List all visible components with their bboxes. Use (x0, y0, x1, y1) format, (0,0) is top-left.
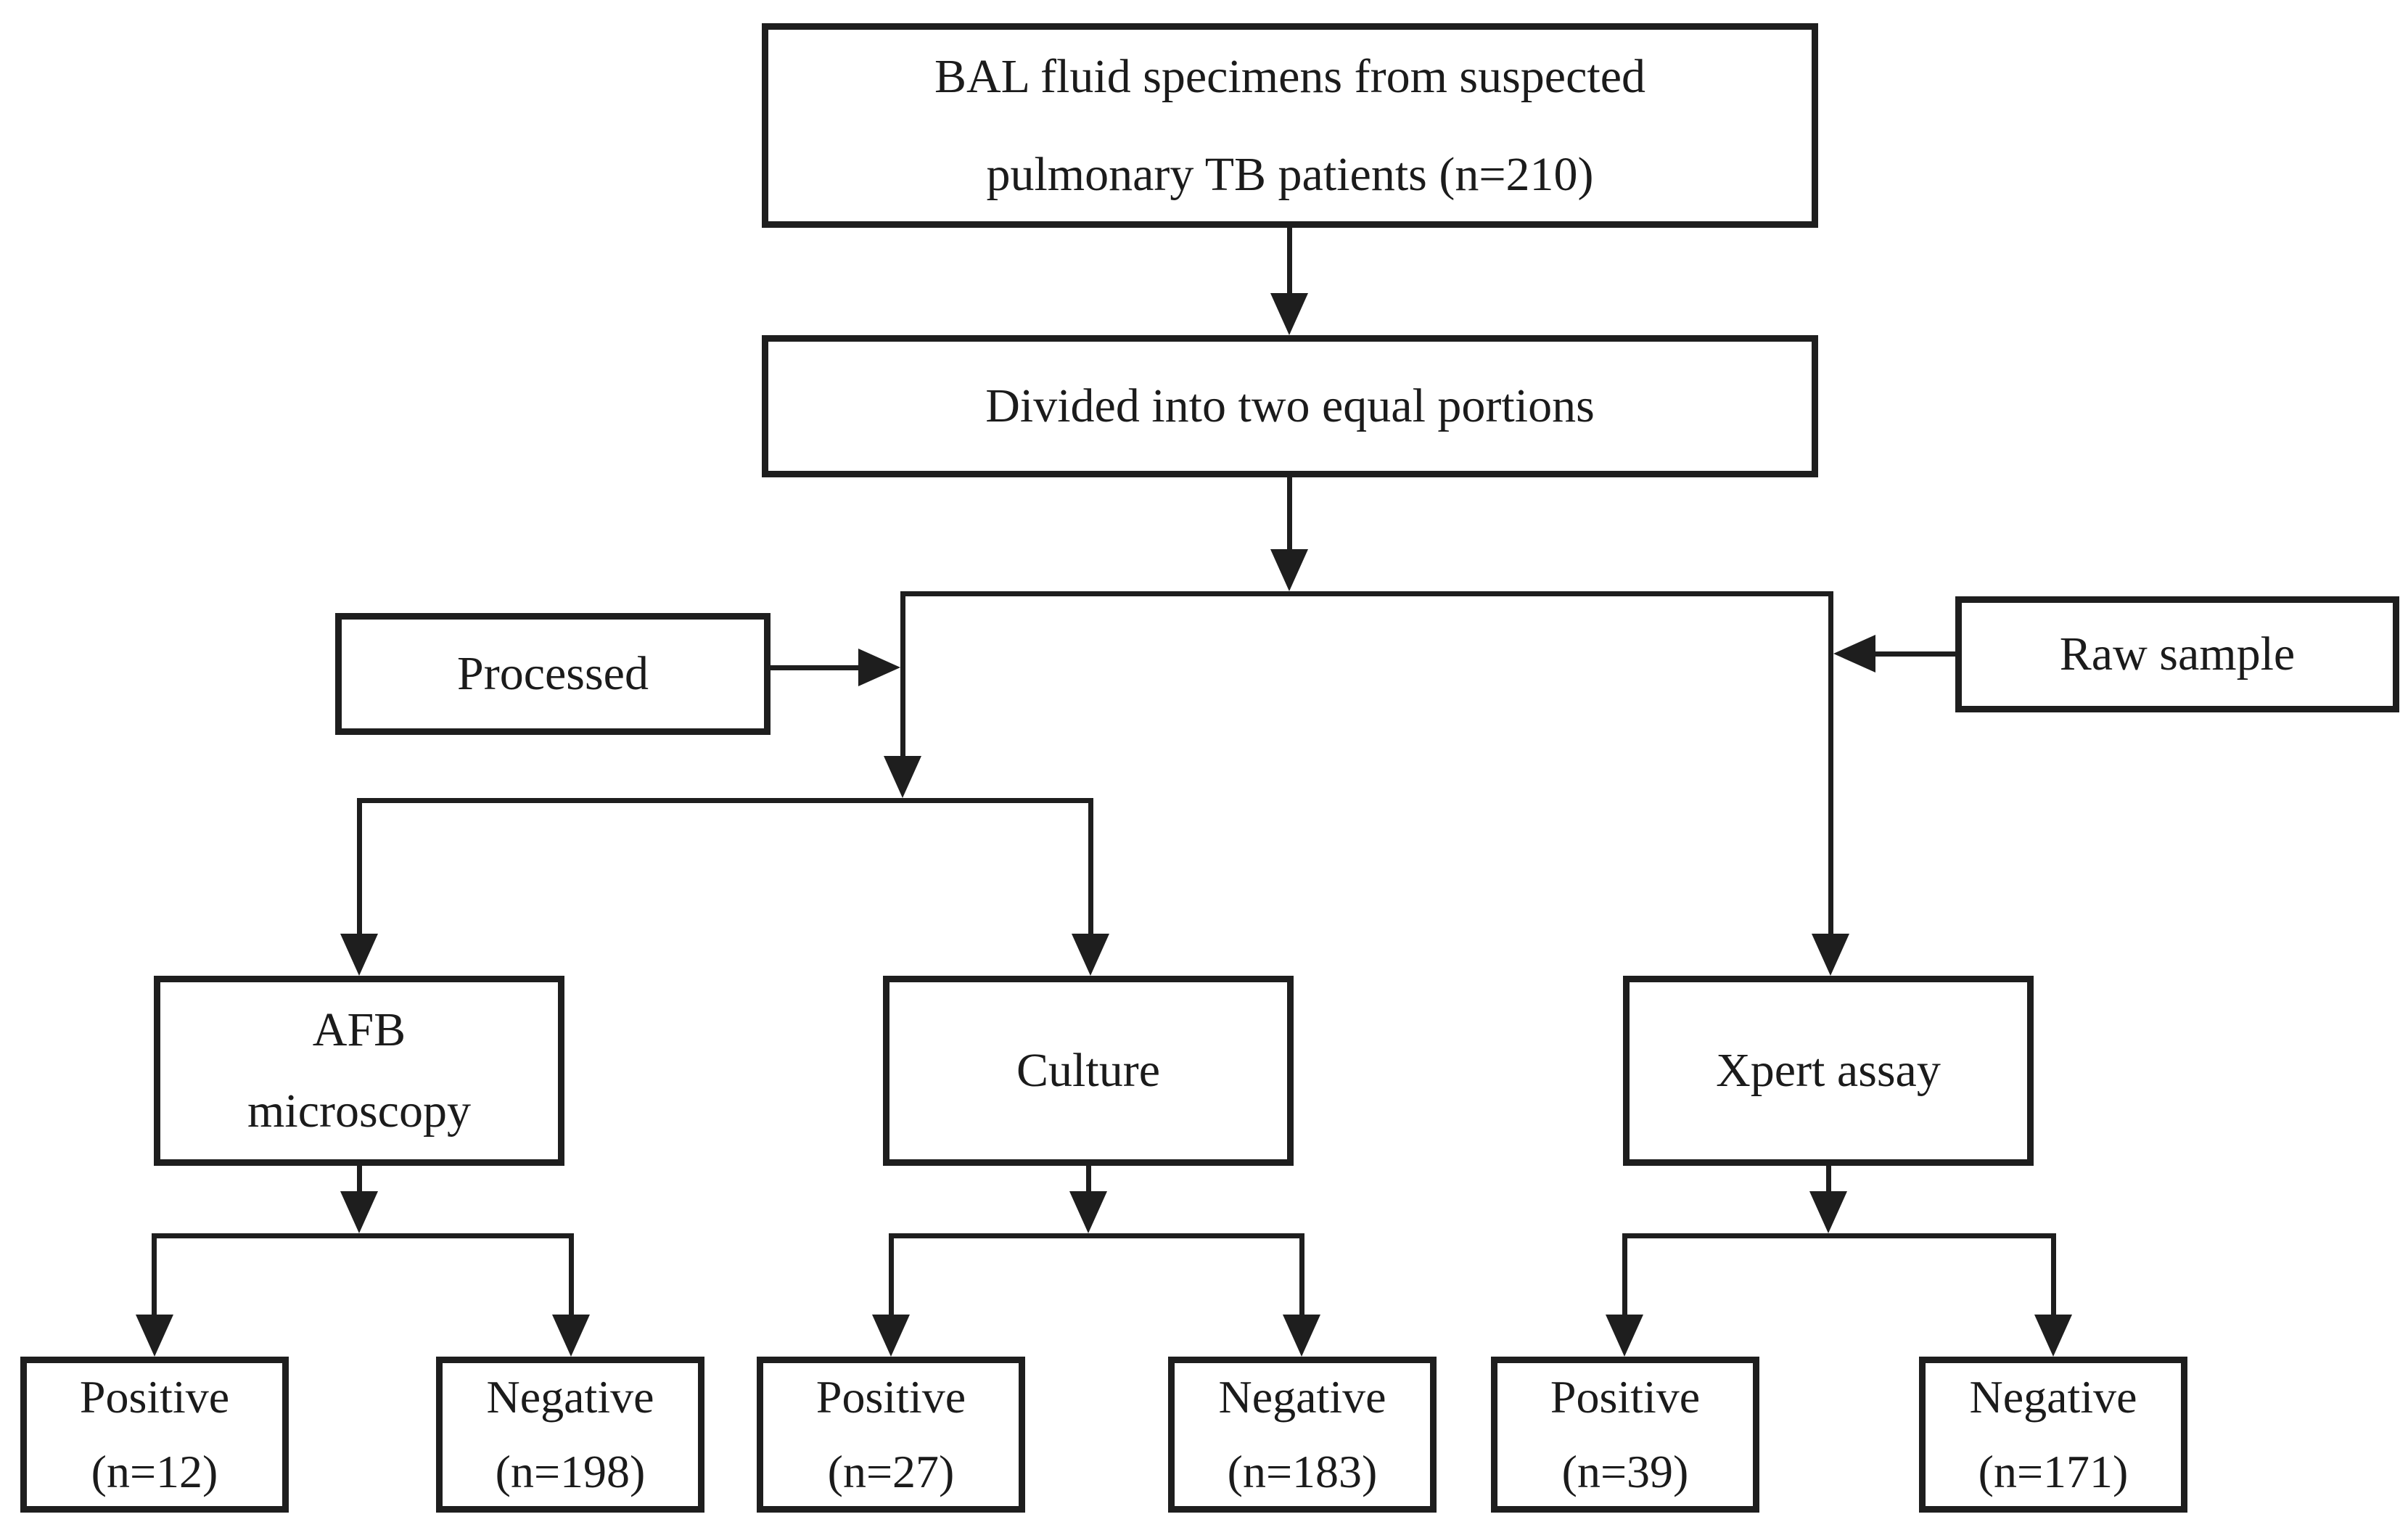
afb-positive-line1: Positive (79, 1371, 230, 1423)
xpert-negative-box: Negative (n=171) (1919, 1357, 2187, 1513)
connector-xpert-positive-arrowhead-icon (1606, 1315, 1643, 1357)
connector-afb-negative-arrowhead-icon (552, 1315, 590, 1357)
connector-divided-to-split-line (1287, 477, 1292, 551)
connector-xpert-positive-line (1622, 1233, 1627, 1317)
xpert-assay-label: Xpert assay (1716, 1043, 1941, 1097)
afb-negative-line1: Negative (486, 1371, 654, 1423)
afb-microscopy-box: AFB microscopy (154, 976, 564, 1166)
source-specimens-line2: pulmonary TB patients (n=210) (986, 148, 1594, 201)
xpert-negative-count: (n=171) (1978, 1445, 2129, 1497)
connector-processed-arrowhead-icon (858, 649, 900, 686)
xpert-assay-box: Xpert assay (1623, 976, 2034, 1166)
connector-culture-line (1088, 798, 1093, 937)
connector-afb-positive-arrowhead-icon (136, 1315, 173, 1357)
connector-xpert-result-stem-line (1826, 1166, 1831, 1195)
connector-culture-result-stem-line (1086, 1166, 1091, 1195)
xpert-positive-box: Positive (n=39) (1491, 1357, 1759, 1513)
connector-afb-result-stem-line (357, 1166, 362, 1195)
culture-negative-box: Negative (n=183) (1168, 1357, 1437, 1513)
divided-portions-box: Divided into two equal portions (762, 335, 1818, 477)
afb-microscopy-line1: AFB (312, 1003, 406, 1056)
split-bar-processed (357, 798, 1093, 803)
culture-positive-box: Positive (n=27) (757, 1357, 1025, 1513)
processed-box: Processed (335, 613, 771, 735)
afb-microscopy-line2: microscopy (247, 1085, 471, 1138)
xpert-positive-count: (n=39) (1561, 1445, 1689, 1497)
xpert-negative-line1: Negative (1969, 1371, 2137, 1423)
connector-culture-result-stem-arrowhead-icon (1069, 1191, 1107, 1233)
source-specimens-line1: BAL fluid specimens from suspected (934, 49, 1645, 103)
split-bar-main (900, 591, 1833, 596)
connector-afb-positive-line (152, 1233, 157, 1317)
culture-box: Culture (883, 976, 1294, 1166)
culture-negative-line1: Negative (1218, 1371, 1386, 1423)
afb-negative-box: Negative (n=198) (436, 1357, 704, 1513)
connector-split-left-drop-arrowhead-icon (884, 756, 921, 798)
connector-culture-negative-arrowhead-icon (1283, 1315, 1320, 1357)
culture-positive-count: (n=27) (827, 1445, 955, 1497)
connector-divided-to-split-arrowhead-icon (1270, 549, 1308, 591)
split-bar-culture-results (889, 1233, 1304, 1238)
connector-raw-line (1872, 651, 1955, 657)
culture-negative-count: (n=183) (1227, 1445, 1378, 1497)
connector-raw-arrowhead-icon (1833, 635, 1875, 673)
connector-processed-line (771, 665, 863, 670)
processed-label: Processed (457, 646, 649, 700)
connector-afb-arrowhead-icon (340, 934, 378, 976)
xpert-positive-line1: Positive (1550, 1371, 1701, 1423)
culture-positive-line1: Positive (815, 1371, 966, 1423)
connector-afb-line (357, 798, 362, 937)
divided-portions-label: Divided into two equal portions (985, 379, 1595, 432)
connector-culture-arrowhead-icon (1072, 934, 1109, 976)
connector-xpert-result-stem-arrowhead-icon (1809, 1191, 1847, 1233)
connector-afb-negative-line (569, 1233, 574, 1317)
raw-sample-label: Raw sample (2059, 627, 2296, 680)
connector-split-right-drop-line (1828, 591, 1833, 938)
connector-culture-positive-line (889, 1233, 894, 1317)
split-bar-afb-results (152, 1233, 574, 1238)
split-bar-xpert-results (1622, 1233, 2056, 1238)
connector-source-to-divided-line (1287, 228, 1292, 297)
afb-positive-box: Positive (n=12) (20, 1357, 289, 1513)
raw-sample-box: Raw sample (1955, 596, 2399, 712)
culture-label: Culture (1016, 1043, 1160, 1097)
connector-culture-positive-arrowhead-icon (872, 1315, 910, 1357)
afb-negative-count: (n=198) (495, 1445, 646, 1497)
source-specimens-box: BAL fluid specimens from suspected pulmo… (762, 23, 1818, 228)
connector-xpert-negative-line (2051, 1233, 2056, 1317)
connector-split-left-drop-line (900, 591, 905, 758)
connector-culture-negative-line (1299, 1233, 1304, 1317)
connector-xpert-negative-arrowhead-icon (2034, 1315, 2072, 1357)
connector-afb-result-stem-arrowhead-icon (340, 1191, 378, 1233)
afb-positive-count: (n=12) (91, 1445, 218, 1497)
connector-source-to-divided-arrowhead-icon (1270, 293, 1308, 335)
connector-xpert-arrowhead-icon (1812, 934, 1849, 976)
